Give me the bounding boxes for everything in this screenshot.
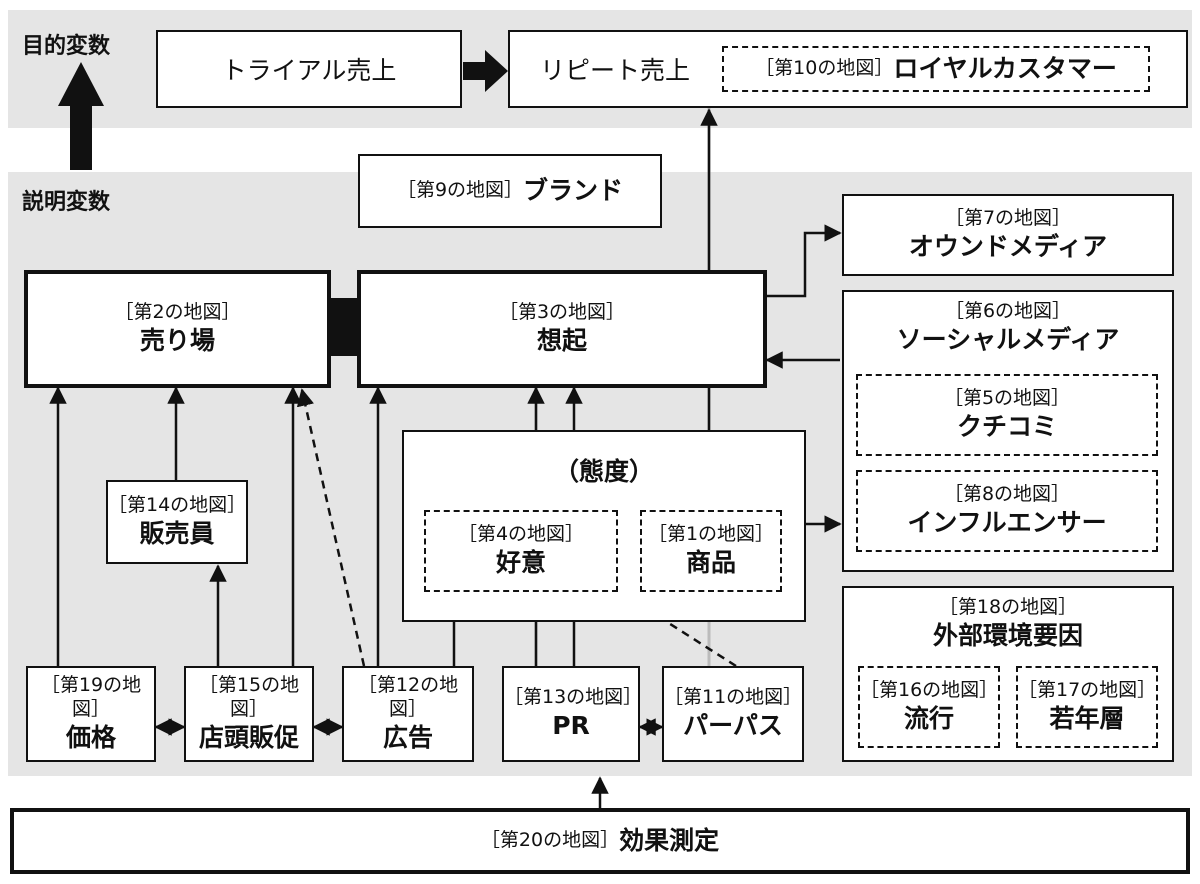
favorability-box: ［第4の地図］ 好意 [424, 510, 618, 592]
product-box: ［第1の地図］ 商品 [640, 510, 782, 592]
brand-sub: ［第9の地図］ [396, 179, 524, 202]
explanatory-variable-label: 説明変数 [22, 190, 111, 215]
salesperson-box: ［第14の地図］ 販売員 [106, 480, 248, 564]
loyal-customer-label: ロイヤルカスタマー [893, 53, 1117, 83]
recall-sub: ［第3の地図］ [498, 300, 626, 323]
advertising-label: 広告 [382, 722, 433, 752]
loyal-customer-sub: ［第10の地図］ [755, 57, 894, 80]
trial-sales-label: トライアル売上 [221, 56, 397, 85]
young-people-label: 若年層 [1049, 703, 1125, 733]
up-arrow-head [58, 62, 104, 106]
price-sub: ［第19の地図］ [40, 674, 142, 720]
salesperson-label: 販売員 [139, 518, 215, 548]
young-people-sub: ［第17の地図］ [1018, 678, 1157, 701]
trial-to-repeat-head [485, 50, 508, 92]
owned-media-label: オウンドメディア [908, 231, 1108, 261]
up-arrow-shaft [70, 104, 92, 170]
purpose-box: ［第11の地図］ パーパス [662, 666, 804, 762]
pr-label: PR [552, 710, 590, 740]
trend-sub: ［第16の地図］ [860, 678, 999, 701]
influencer-sub: ［第8の地図］ [943, 482, 1071, 505]
influencer-label: インフルエンサー [907, 507, 1107, 537]
effect-measurement-sub: ［第20の地図］ [480, 829, 620, 852]
promotion-sub: ［第15の地図］ [198, 674, 300, 720]
trend-box: ［第16の地図］ 流行 [858, 666, 1000, 748]
objective-variable-label: 目的変数 [22, 34, 111, 59]
brand-box: ［第9の地図］ブランド [358, 154, 662, 228]
word-of-mouth-label: クチコミ [956, 411, 1057, 441]
sales-floor-box: ［第2の地図］ 売り場 [24, 270, 331, 388]
sales-floor-recall-connector [331, 298, 357, 356]
promotion-label: 店頭販促 [198, 722, 299, 752]
word-of-mouth-box: ［第5の地図］ クチコミ [856, 374, 1158, 456]
influencer-box: ［第8の地図］ インフルエンサー [856, 470, 1158, 552]
owned-media-sub: ［第7の地図］ [944, 206, 1072, 229]
young-people-box: ［第17の地図］ 若年層 [1016, 666, 1158, 748]
repeat-sales-label: リピート売上 [540, 56, 691, 85]
owned-media-box: ［第7の地図］ オウンドメディア [842, 194, 1174, 276]
recall-to-owned-media [765, 224, 842, 298]
word-of-mouth-sub: ［第5の地図］ [943, 386, 1071, 409]
attitude-label: （態度） [553, 457, 654, 486]
sales-floor-sub: ［第2の地図］ [114, 300, 241, 323]
purpose-sub: ［第11の地図］ [664, 685, 803, 708]
advertising-to-sales-floor [296, 388, 366, 667]
trial-sales-box: トライアル売上 [156, 30, 462, 108]
social-media-sub: ［第6の地図］ [944, 300, 1072, 322]
external-factors-label: 外部環境要因 [932, 620, 1083, 650]
pr-box: ［第13の地図］ PR [502, 666, 643, 762]
pr-sub: ［第13の地図］ [504, 685, 643, 708]
price-box: ［第19の地図］ 価格 [26, 666, 156, 762]
recall-box: ［第3の地図］ 想起 [357, 270, 767, 388]
advertising-box: ［第12の地図］ 広告 [342, 666, 474, 762]
price-label: 価格 [65, 722, 116, 752]
purpose-label: パーパス [683, 710, 783, 740]
trial-to-repeat-shaft [463, 62, 485, 80]
effect-measurement-label: 効果測定 [619, 825, 720, 855]
trend-label: 流行 [903, 703, 954, 733]
favorability-label: 好意 [495, 547, 546, 577]
social-media-label: ソーシャルメディア [896, 324, 1120, 354]
salesperson-sub: ［第14の地図］ [108, 493, 247, 516]
external-factors-sub: ［第18の地図］ [938, 596, 1078, 618]
effect-measurement-box: ［第20の地図］効果測定 [10, 808, 1190, 874]
loyal-customer-box: ［第10の地図］ロイヤルカスタマー [722, 46, 1150, 92]
sales-floor-label: 売り場 [139, 325, 215, 355]
promotion-box: ［第15の地図］ 店頭販促 [184, 666, 314, 762]
favorability-sub: ［第4の地図］ [457, 522, 585, 545]
product-label: 商品 [685, 547, 736, 577]
brand-label: ブランド [523, 175, 624, 205]
recall-label: 想起 [536, 325, 587, 355]
advertising-sub: ［第12の地図］ [357, 674, 459, 720]
product-sub: ［第1の地図］ [647, 522, 775, 545]
